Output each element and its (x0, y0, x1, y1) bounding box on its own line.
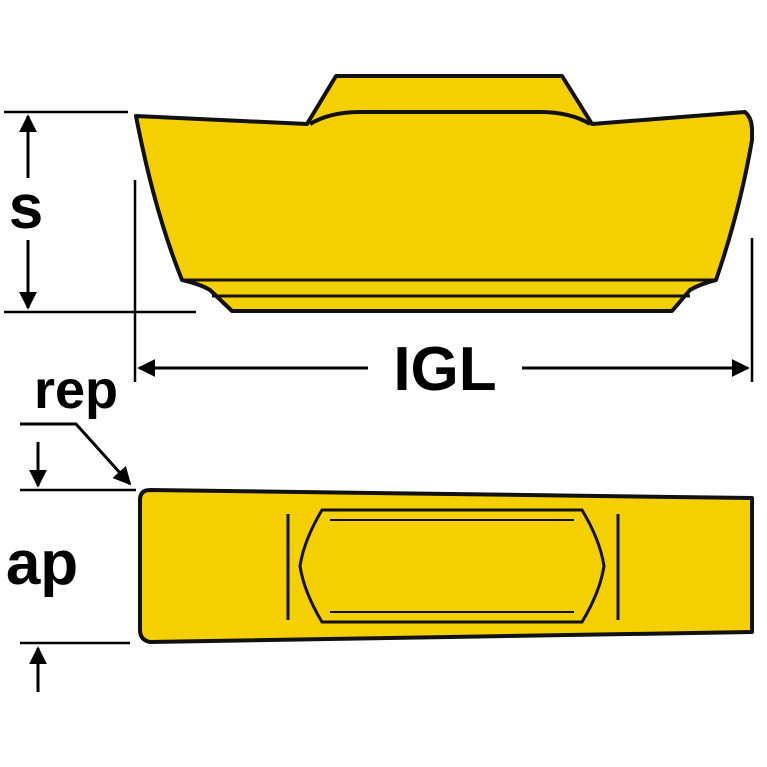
insert-side-view (134, 74, 754, 313)
dimension-rep: rep (20, 360, 132, 486)
rep-label: rep (34, 360, 118, 420)
insert-top-body (138, 488, 754, 644)
insert-top-pocket-inner (330, 519, 574, 613)
dimension-igl: IGL (133, 180, 754, 404)
insert-top-view (138, 488, 754, 644)
rep-leader-arrow (20, 422, 132, 486)
insert-top-pocket (298, 508, 606, 624)
ap-label: ap (6, 529, 78, 598)
igl-label: IGL (393, 335, 496, 404)
insert-side-body (134, 74, 754, 313)
s-label: s (9, 173, 43, 242)
insert-ridge-line (308, 110, 592, 126)
dimension-ap: ap (6, 442, 136, 692)
dimension-s: s (4, 110, 196, 314)
